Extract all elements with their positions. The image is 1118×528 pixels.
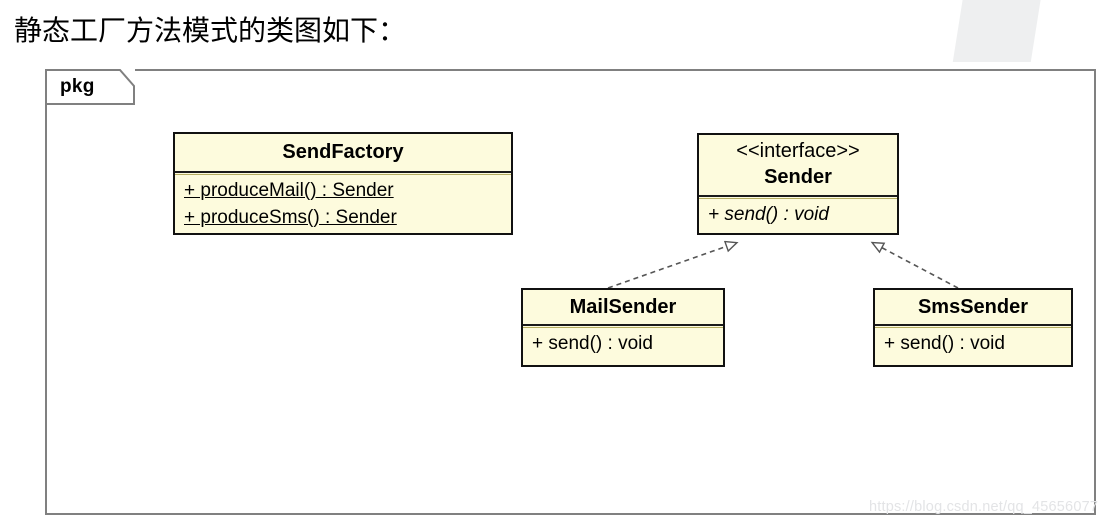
page-title: 静态工厂方法模式的类图如下： <box>14 15 407 46</box>
uml-class-name: SendFactory <box>282 141 404 163</box>
uml-class-smssender[interactable]: SmsSender + send() : void <box>873 288 1073 367</box>
uml-class-header: MailSender <box>523 290 723 324</box>
uml-interface-sender[interactable]: <<interface>> Sender + send() : void <box>697 133 899 235</box>
uml-stereotype: <<interface>> <box>736 140 860 162</box>
uml-class-name: MailSender <box>569 296 677 318</box>
watermark-url: https://blog.csdn.net/qq_45656077 <box>869 499 1099 515</box>
uml-member: + send() : void <box>532 333 653 354</box>
uml-member-list: + send() : void <box>875 328 1071 360</box>
uml-member-list: + send() : void <box>699 199 897 231</box>
package-label: pkg <box>60 76 95 97</box>
uml-compartment-divider <box>699 195 897 199</box>
uml-class-name: Sender <box>764 166 832 188</box>
uml-compartment-divider <box>523 324 723 328</box>
watermark-shape <box>952 0 1042 62</box>
uml-member: + produceSms() : Sender <box>184 207 397 228</box>
uml-member: + send() : void <box>708 204 829 225</box>
package-tab <box>45 69 135 105</box>
uml-class-header: SmsSender <box>875 290 1071 324</box>
uml-compartment-divider <box>875 324 1071 328</box>
uml-member-list: + produceMail() : Sender + produceSms() … <box>175 175 511 234</box>
uml-compartment-divider <box>175 171 511 175</box>
uml-class-mailsender[interactable]: MailSender + send() : void <box>521 288 725 367</box>
uml-class-header: <<interface>> Sender <box>699 135 897 195</box>
uml-member-list: + send() : void <box>523 328 723 360</box>
uml-member: + send() : void <box>884 333 1005 354</box>
uml-class-name: SmsSender <box>917 296 1029 318</box>
uml-class-sendfactory[interactable]: SendFactory + produceMail() : Sender + p… <box>173 132 513 235</box>
uml-class-header: SendFactory <box>175 134 511 171</box>
uml-member: + produceMail() : Sender <box>184 180 394 201</box>
